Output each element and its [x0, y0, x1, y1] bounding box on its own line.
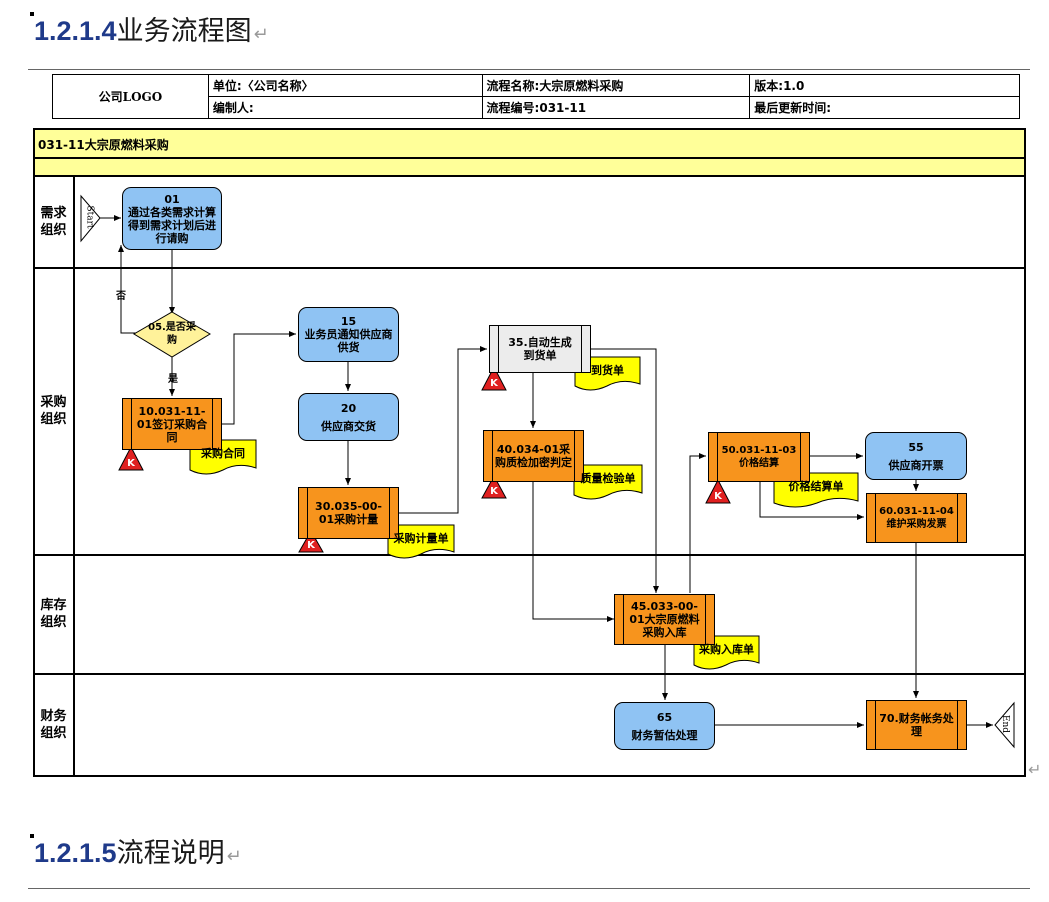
- heading-number: 1.2.1.4: [34, 16, 117, 46]
- edge-label-yes: 是: [168, 374, 178, 385]
- k-marker-50: K: [714, 491, 722, 502]
- node-15[interactable]: 15 业务员通知供应商供货: [298, 307, 399, 362]
- node-10-text: 10.031-11-01签订采购合同: [136, 404, 208, 444]
- doc-arrival-shape: [574, 356, 641, 391]
- doc-weighing-shape: [387, 524, 455, 559]
- k-marker-30-shape: [298, 529, 324, 553]
- node-15-text: 业务员通知供应商供货: [304, 328, 393, 354]
- divider: [28, 888, 1030, 889]
- heading-bullet: [30, 12, 34, 16]
- heading-number: 1.2.1.5: [34, 838, 117, 868]
- company-logo: 公司LOGO: [52, 74, 209, 119]
- k-marker-10-shape: [118, 445, 144, 471]
- lane-demand: 需求 组织: [40, 206, 67, 238]
- heading-text: 流程说明: [116, 838, 225, 869]
- node-50[interactable]: 50.031-11-03价格结算: [708, 432, 810, 482]
- edge-label-no: 否: [116, 291, 126, 302]
- k-marker-10: K: [127, 458, 135, 469]
- heading-bullet: [30, 834, 34, 838]
- node-70[interactable]: 70.财务帐务处理: [866, 700, 967, 750]
- heading-text: 业务流程图: [116, 16, 252, 47]
- node-20-text: 供应商交货: [321, 419, 376, 433]
- node-20[interactable]: 20 供应商交货: [298, 393, 399, 441]
- last-updated-cell: 最后更新时间:: [749, 96, 1020, 119]
- section-heading-1-2-1-4: 1.2.1.4业务流程图↵: [34, 9, 269, 48]
- node-35[interactable]: 35.自动生成到货单: [489, 325, 591, 373]
- lane-finance: 财务 组织: [40, 709, 67, 741]
- node-65-text: 财务暂估处理: [631, 728, 698, 742]
- node-65[interactable]: 65 财务暂估处理: [614, 702, 715, 750]
- node-15-id: 15: [340, 315, 357, 328]
- node-30-text: 30.035-00-01采购计量: [315, 500, 382, 526]
- lane-inventory: 库存 组织: [40, 598, 67, 630]
- k-marker-40-shape: [481, 474, 507, 499]
- decision-05-diamond: [133, 311, 211, 358]
- node-60-text: 60.031-11-04维护采购发票: [879, 506, 954, 530]
- node-01[interactable]: 01 通过各类需求计算得到需求计划后进行请购: [122, 187, 222, 250]
- node-10[interactable]: 10.031-11-01签订采购合同: [122, 398, 222, 450]
- doc-quality-shape: [573, 464, 643, 500]
- node-35-text: 35.自动生成到货单: [508, 336, 572, 362]
- node-20-id: 20: [340, 401, 357, 415]
- header-table: 公司LOGO 单位:〈公司名称〉 流程名称:大宗原燃料采购 版本:1.0 编制人…: [52, 74, 1020, 119]
- node-40-text: 40.034-01采购质检加密判定: [495, 443, 572, 469]
- node-55-text: 供应商开票: [888, 458, 944, 472]
- lane-divider-1: [33, 267, 1026, 269]
- node-05-text: 05.是否采购: [148, 322, 196, 346]
- k-marker-50-shape: [705, 478, 731, 504]
- section-heading-1-2-1-5: 1.2.1.5流程说明↵: [34, 831, 242, 870]
- node-55[interactable]: 55 供应商开票: [865, 432, 967, 480]
- node-05[interactable]: 05.是否采购: [138, 316, 206, 352]
- node-65-id: 65: [656, 710, 673, 724]
- start-label: Start: [84, 205, 95, 229]
- node-45[interactable]: 45.033-00-01大宗原燃料采购入库: [614, 594, 715, 645]
- node-70-text: 70.财务帐务处理: [879, 712, 954, 738]
- diagram-title-band: [33, 128, 1026, 159]
- return-mark-icon: ↵: [253, 24, 269, 45]
- lane-divider-3: [33, 673, 1026, 675]
- k-marker-40: K: [490, 486, 498, 497]
- unit-cell: 单位:〈公司名称〉: [207, 74, 483, 97]
- node-55-id: 55: [908, 440, 924, 454]
- return-mark-icon: ↵: [226, 846, 242, 867]
- node-45-text: 45.033-00-01大宗原燃料采购入库: [629, 600, 700, 639]
- swimlane-frame: [33, 175, 1026, 777]
- node-40[interactable]: 40.034-01采购质检加密判定: [483, 430, 584, 482]
- node-30[interactable]: 30.035-00-01采购计量: [298, 487, 399, 539]
- lane-purchasing: 采购 组织: [40, 395, 67, 427]
- node-60[interactable]: 60.031-11-04维护采购发票: [866, 493, 967, 543]
- node-01-id: 01: [164, 192, 180, 206]
- start-terminator: [80, 194, 101, 243]
- diagram-title: 031-11大宗原燃料采购: [38, 138, 169, 152]
- lane-divider-2: [33, 554, 1026, 556]
- diagram-subband: [33, 159, 1026, 175]
- k-marker-30: K: [307, 540, 315, 551]
- node-01-text: 通过各类需求计算得到需求计划后进行请购: [128, 205, 216, 245]
- k-marker-35: K: [490, 378, 498, 389]
- process-no-cell: 流程编号:031-11: [481, 96, 751, 119]
- end-label: End: [1000, 714, 1011, 734]
- divider: [28, 69, 1030, 70]
- return-mark-icon: ↵: [1028, 760, 1042, 779]
- end-terminator: [994, 701, 1015, 749]
- node-50-text: 50.031-11-03价格结算: [721, 445, 797, 469]
- lane-label-column-divider: [73, 175, 75, 777]
- k-marker-35-shape: [481, 365, 507, 391]
